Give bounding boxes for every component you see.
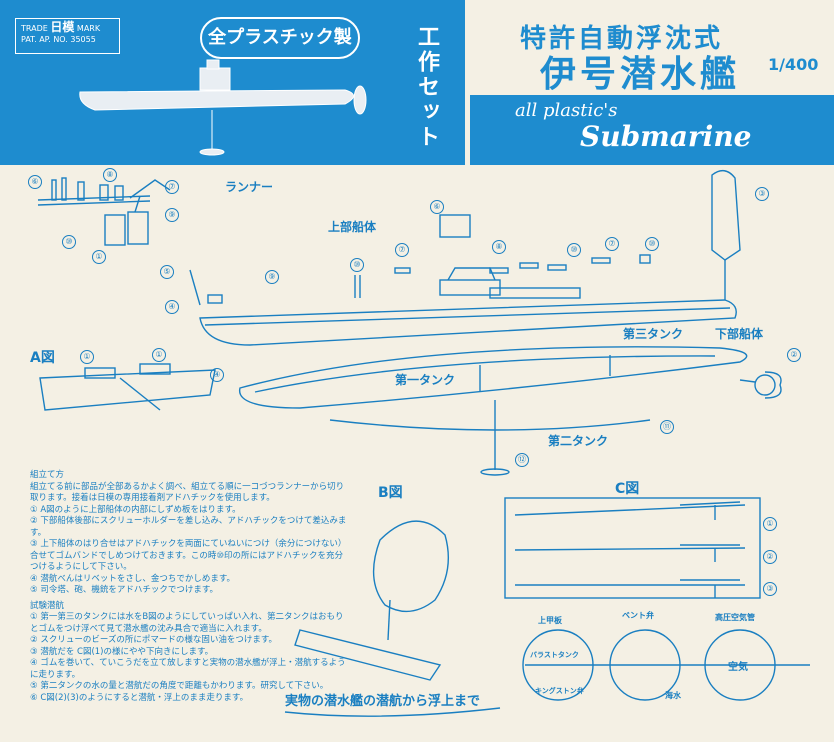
marker-2: ② bbox=[787, 348, 801, 362]
marker-4: ④ bbox=[165, 300, 179, 314]
marker-c3: ③ bbox=[763, 582, 777, 596]
test-step: ③ 潜航だを C図(1)の様にやや下向きにします。 bbox=[30, 646, 214, 657]
air-label: 空気 bbox=[728, 662, 748, 673]
marker-8: ⑧ bbox=[103, 168, 117, 182]
scale-label: 1/400 bbox=[768, 55, 819, 74]
assembly-step: ③ 上下船体のはり合せはアドハチックを両面にていねいにつけ（余分につけない）合せ… bbox=[30, 539, 347, 572]
subtitle-jp: 特許自動浮沈式 bbox=[520, 24, 724, 54]
tank2-label: 第二タンク bbox=[548, 434, 609, 448]
kit-label: 工作セット bbox=[414, 25, 439, 150]
assembly-step: ④ 潜航べんはリベットをさし、金つちでかしめます。 bbox=[30, 573, 235, 584]
marker-8b: ⑧ bbox=[492, 240, 506, 254]
figure-b-label: B図 bbox=[378, 485, 403, 501]
assembly-step: ① A図のように上部船体の内部にしずめ板をはります。 bbox=[30, 504, 241, 515]
marker-c1: ① bbox=[763, 517, 777, 531]
marker-4b: ④ bbox=[210, 368, 224, 382]
marker-7c: ⑦ bbox=[605, 237, 619, 251]
bottom-caption: 実物の潜水艦の潜航から浮上まで bbox=[285, 694, 481, 709]
assembly-step: ⑤ 司令塔、砲、機銃をアドハチックでつけます。 bbox=[30, 585, 218, 595]
title-jp: 伊号潜水艦 bbox=[540, 54, 741, 95]
test-step: ① 第一第三のタンクには水をB図のようにしていっぱい入れ、第二タンクはおもりとゴ… bbox=[30, 612, 344, 634]
test-step: ④ ゴムを巻いて、ていこうだを立て放しますと実物の潜水艦が浮上・潜航するように走… bbox=[30, 658, 346, 680]
tank1-label: 第一タンク bbox=[395, 373, 456, 387]
all-plastics-en: all plastic's bbox=[515, 100, 618, 121]
marker-10: ⑩ bbox=[62, 235, 76, 249]
seawater-label: 海水 bbox=[665, 691, 681, 700]
assembly-step: ② 下部船体後部にスクリューホルダーを差し込み、アドハチックをつけて差込みます。 bbox=[30, 516, 347, 538]
assembly-intro: 組立てる前に部品が全部あるかよく調べ、組立てる順に一コづつランナーから切り取りま… bbox=[30, 481, 345, 504]
marker-10b: ⑩ bbox=[350, 258, 364, 272]
english-title-area: all plastic's Submarine bbox=[470, 95, 834, 165]
kingston-valve-label: キングストン弁 bbox=[535, 687, 584, 695]
marker-10c: ⑩ bbox=[567, 243, 581, 257]
trade-brand: 日模 bbox=[50, 20, 75, 34]
assembly-title: 組立て方 bbox=[30, 470, 65, 480]
submarine-en: Submarine bbox=[580, 120, 752, 153]
marker-7: ⑦ bbox=[165, 180, 179, 194]
marker-7b: ⑦ bbox=[395, 243, 409, 257]
all-plastic-badge: 全プラスチック製 bbox=[200, 17, 360, 59]
marker-9: ⑨ bbox=[165, 208, 179, 222]
instructions-block: 組立て方 組立てる前に部品が全部あるかよく調べ、組立てる順に一コづつランナーから… bbox=[30, 470, 350, 704]
marker-6: ⑥ bbox=[28, 175, 42, 189]
tank3-label: 第三タンク bbox=[623, 327, 684, 341]
lower-hull-label: 下部船体 bbox=[715, 327, 764, 341]
test-step: ② スクリューのビーズの所にポマードの様な固い油をつけます。 bbox=[30, 635, 278, 645]
figure-a-label: A図 bbox=[30, 350, 55, 366]
figure-c-label: C図 bbox=[615, 481, 640, 497]
upper-deck-label: 上甲板 bbox=[538, 616, 562, 625]
marker-a1: ① bbox=[80, 350, 94, 364]
header-left-panel: TRADE 日模 MARK PAT. AP. NO. 35055 全プラスチック… bbox=[0, 0, 465, 165]
mark-label: MARK bbox=[76, 24, 101, 33]
patent-number: PAT. AP. NO. 35055 bbox=[21, 35, 96, 44]
marker-11: ⑪ bbox=[660, 420, 674, 434]
title-area: 特許自動浮沈式 伊号潜水艦 1/400 bbox=[470, 0, 834, 95]
marker-a1b: ① bbox=[152, 348, 166, 362]
marker-5: ⑤ bbox=[160, 265, 174, 279]
high-pressure-air-label: 高圧空気管 bbox=[715, 613, 755, 622]
runner-label: ランナー bbox=[225, 180, 274, 194]
marker-12: ⑫ bbox=[515, 453, 529, 467]
trade-label: TRADE bbox=[21, 24, 48, 33]
header-right-panel: 特許自動浮沈式 伊号潜水艦 1/400 all plastic's Submar… bbox=[470, 0, 834, 165]
marker-1: ① bbox=[92, 250, 106, 264]
test-step: ⑤ 第二タンクの水の量と潜航だの角度で距離もかわります。研究して下さい。 bbox=[30, 681, 329, 691]
test-step: ⑥ C図(2)(3)のようにすると潜航・浮上のまま走ります。 bbox=[30, 692, 249, 703]
marker-c2: ② bbox=[763, 550, 777, 564]
upper-hull-label: 上部船体 bbox=[328, 220, 377, 234]
trade-mark-box: TRADE 日模 MARK PAT. AP. NO. 35055 bbox=[15, 18, 120, 54]
marker-6b: ⑥ bbox=[430, 200, 444, 214]
test-title: 試験潜航 bbox=[30, 600, 65, 611]
ballast-tank-label: バラストタンク bbox=[530, 651, 579, 659]
header-submarine-illustration bbox=[79, 59, 367, 156]
marker-3: ③ bbox=[755, 187, 769, 201]
marker-10d: ⑩ bbox=[645, 237, 659, 251]
marker-9b: ⑨ bbox=[265, 270, 279, 284]
vent-valve-label: ベント弁 bbox=[622, 611, 654, 620]
